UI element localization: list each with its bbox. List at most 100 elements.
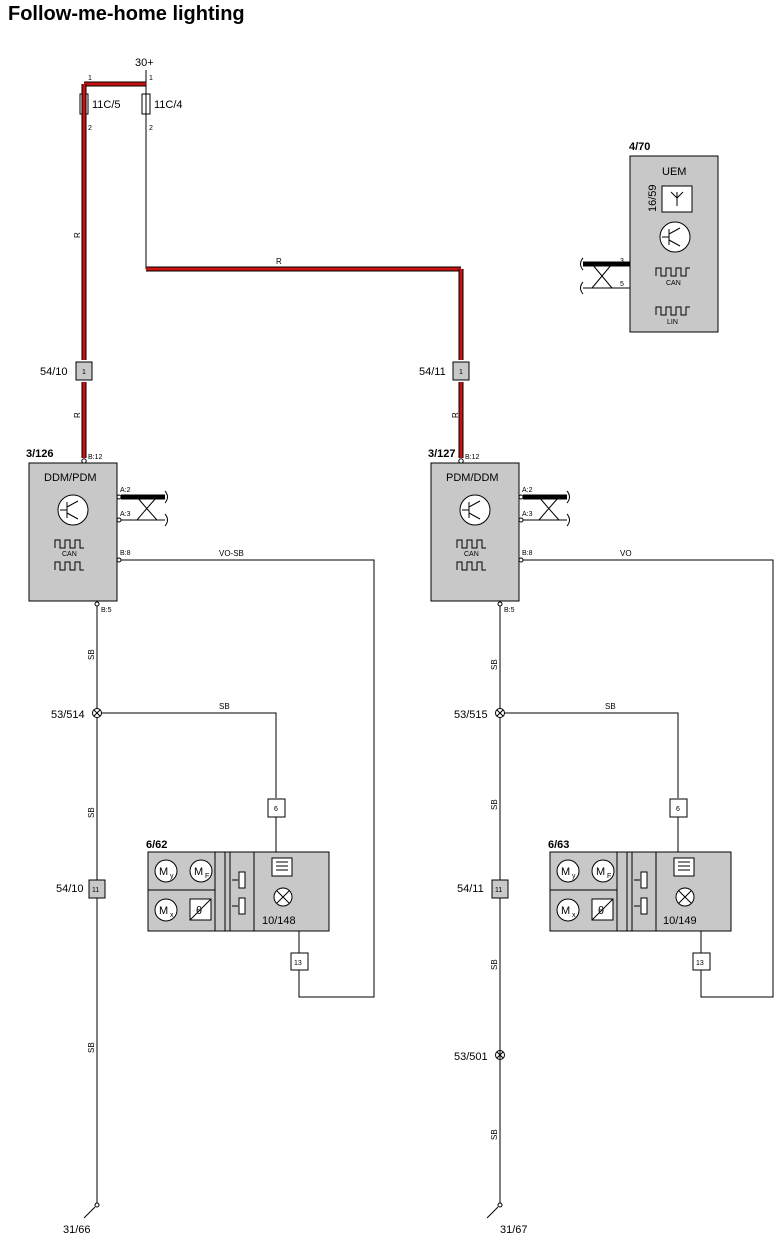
mirror-right-ref: 6/63 (548, 839, 569, 851)
module-left-can-pulse-icon (54, 539, 84, 571)
motor-mx-icon (154, 898, 178, 922)
antenna-icon (661, 185, 693, 213)
heater-right-icon (673, 857, 695, 877)
connector-54-10-pin: 1 (82, 369, 86, 376)
uem-can-label: CAN (666, 280, 681, 287)
ground-right-icon (486, 1202, 503, 1219)
wire-color-r-top: R (276, 257, 282, 266)
motor-mx-sub: x (170, 912, 174, 919)
module-right-pin-b8-dot (518, 557, 524, 563)
fuse-right-label: 11C/4 (154, 99, 183, 111)
uem-name: UEM (662, 166, 686, 178)
fuse-left-pin-top: 1 (88, 75, 92, 82)
module-right-pin-b8: B:8 (522, 550, 533, 557)
wire-color-sb-l1: SB (87, 649, 96, 660)
wire-color-sb-splice-right: SB (605, 702, 616, 711)
module-right-name: PDM/DDM (446, 472, 499, 484)
uem-lin-pulse-icon (655, 306, 690, 316)
supply-label: 30+ (135, 57, 154, 69)
wire-color-sb-l3: SB (87, 1042, 96, 1053)
mirror-left-internal-lines (148, 852, 255, 931)
diagram-title: Follow-me-home lighting (8, 3, 245, 25)
splice-53-515-label: 53/515 (454, 709, 488, 721)
module-left-pin-b5-dot (94, 601, 100, 607)
wire-color-sb-r2: SB (490, 799, 499, 810)
fuse-left-label: 11C/5 (92, 99, 121, 111)
motor-mf-right-sub: F (607, 873, 611, 880)
uem-pin-5: 5 (620, 281, 624, 288)
wire-color-sb-r3: SB (490, 959, 499, 970)
module-right-transistor-icon (459, 494, 491, 526)
motor-mf-sub: F (205, 873, 209, 880)
red-wire-right (145, 84, 464, 458)
module-right-pin-b5: B:5 (504, 607, 515, 614)
module-right-can-twisted-pair (518, 490, 570, 527)
mirror-right-pin-6: 6 (676, 806, 680, 813)
ground-left-label: 31/66 (63, 1224, 91, 1236)
mirror-left (147, 851, 330, 932)
wire-color-sb-splice-left: SB (219, 702, 230, 711)
wire-color-r-left-2: R (73, 412, 82, 418)
motor-mx-right-sub: x (572, 912, 576, 919)
connector-54-11-label: 54/11 (419, 366, 446, 378)
uem-can-twisted-pair (580, 257, 630, 295)
motor-my-right-sub: y (572, 873, 576, 880)
motor-mf-right-icon (591, 859, 615, 883)
heater-icon (271, 857, 293, 877)
uem-ref: 4/70 (629, 141, 650, 153)
mirror-left-pin-13: 13 (294, 960, 302, 967)
wire-color-sb-r4: SB (490, 1129, 499, 1140)
connector-54-10-bottom-label: 54/10 (56, 883, 84, 895)
module-right-pin-b5-dot (497, 601, 503, 607)
module-left-pin-a3: A:3 (120, 511, 131, 518)
ground-left-icon (83, 1202, 100, 1219)
splice-53-515-icon (495, 708, 505, 718)
module-left-name: DDM/PDM (44, 472, 97, 484)
mirror-right-pin-13-box (692, 952, 711, 971)
wire-sb-splice-left (102, 712, 277, 798)
temp-sensor-label: θ (196, 905, 202, 917)
lamp-right-icon (675, 887, 695, 907)
module-right-can-pulse-icon (456, 539, 486, 571)
potentiometer-icon (232, 871, 246, 915)
mirror-left-pin-6: 6 (274, 806, 278, 813)
uem-lin-label: LIN (667, 319, 678, 326)
connector-54-11-bottom (491, 879, 509, 899)
module-left (28, 462, 118, 602)
motor-mx-right-label: M (561, 905, 570, 917)
mirror-left-pin-13-box (290, 952, 309, 971)
lamp-icon (273, 887, 293, 907)
module-right-ref: 3/127 (428, 448, 456, 460)
temp-sensor-icon (189, 898, 212, 921)
wire-color-vo: VO (620, 549, 632, 558)
module-left-can-label: CAN (62, 551, 77, 558)
motor-mx-right-icon (556, 898, 580, 922)
module-left-pin-b8: B:8 (120, 550, 131, 557)
motor-mf-label: M (194, 866, 203, 878)
module-left-pin-b8-dot (116, 557, 122, 563)
wire-color-r-right: R (451, 412, 460, 418)
wire-color-r-left-1: R (73, 232, 82, 238)
module-right-can-label: CAN (464, 551, 479, 558)
splice-53-501-label: 53/501 (454, 1051, 488, 1063)
connector-54-11-bottom-label: 54/11 (457, 883, 484, 895)
module-left-pin-b5: B:5 (101, 607, 112, 614)
module-right (430, 462, 520, 602)
motor-my-label: M (159, 866, 168, 878)
module-left-can-twisted-pair (116, 490, 168, 527)
wire-vo-sb-left (121, 559, 375, 998)
motor-mx-label: M (159, 905, 168, 917)
connector-54-10-label: 54/10 (40, 366, 68, 378)
uem-can-pulse-icon (655, 267, 690, 277)
temp-sensor-right-icon (591, 898, 614, 921)
connector-54-10-bottom (88, 879, 106, 899)
connector-54-11-bottom-pin: 11 (495, 887, 502, 894)
fuse-right-pin-top: 1 (149, 75, 153, 82)
splice-53-514-label: 53/514 (51, 709, 85, 721)
mirror-left-ref: 6/62 (146, 839, 167, 851)
motor-mf-icon (189, 859, 213, 883)
module-left-ref: 3/126 (26, 448, 54, 460)
mirror-right-internal-lines (550, 852, 657, 931)
motor-mf-right-label: M (596, 866, 605, 878)
connector-54-10-bottom-pin: 11 (92, 887, 99, 894)
